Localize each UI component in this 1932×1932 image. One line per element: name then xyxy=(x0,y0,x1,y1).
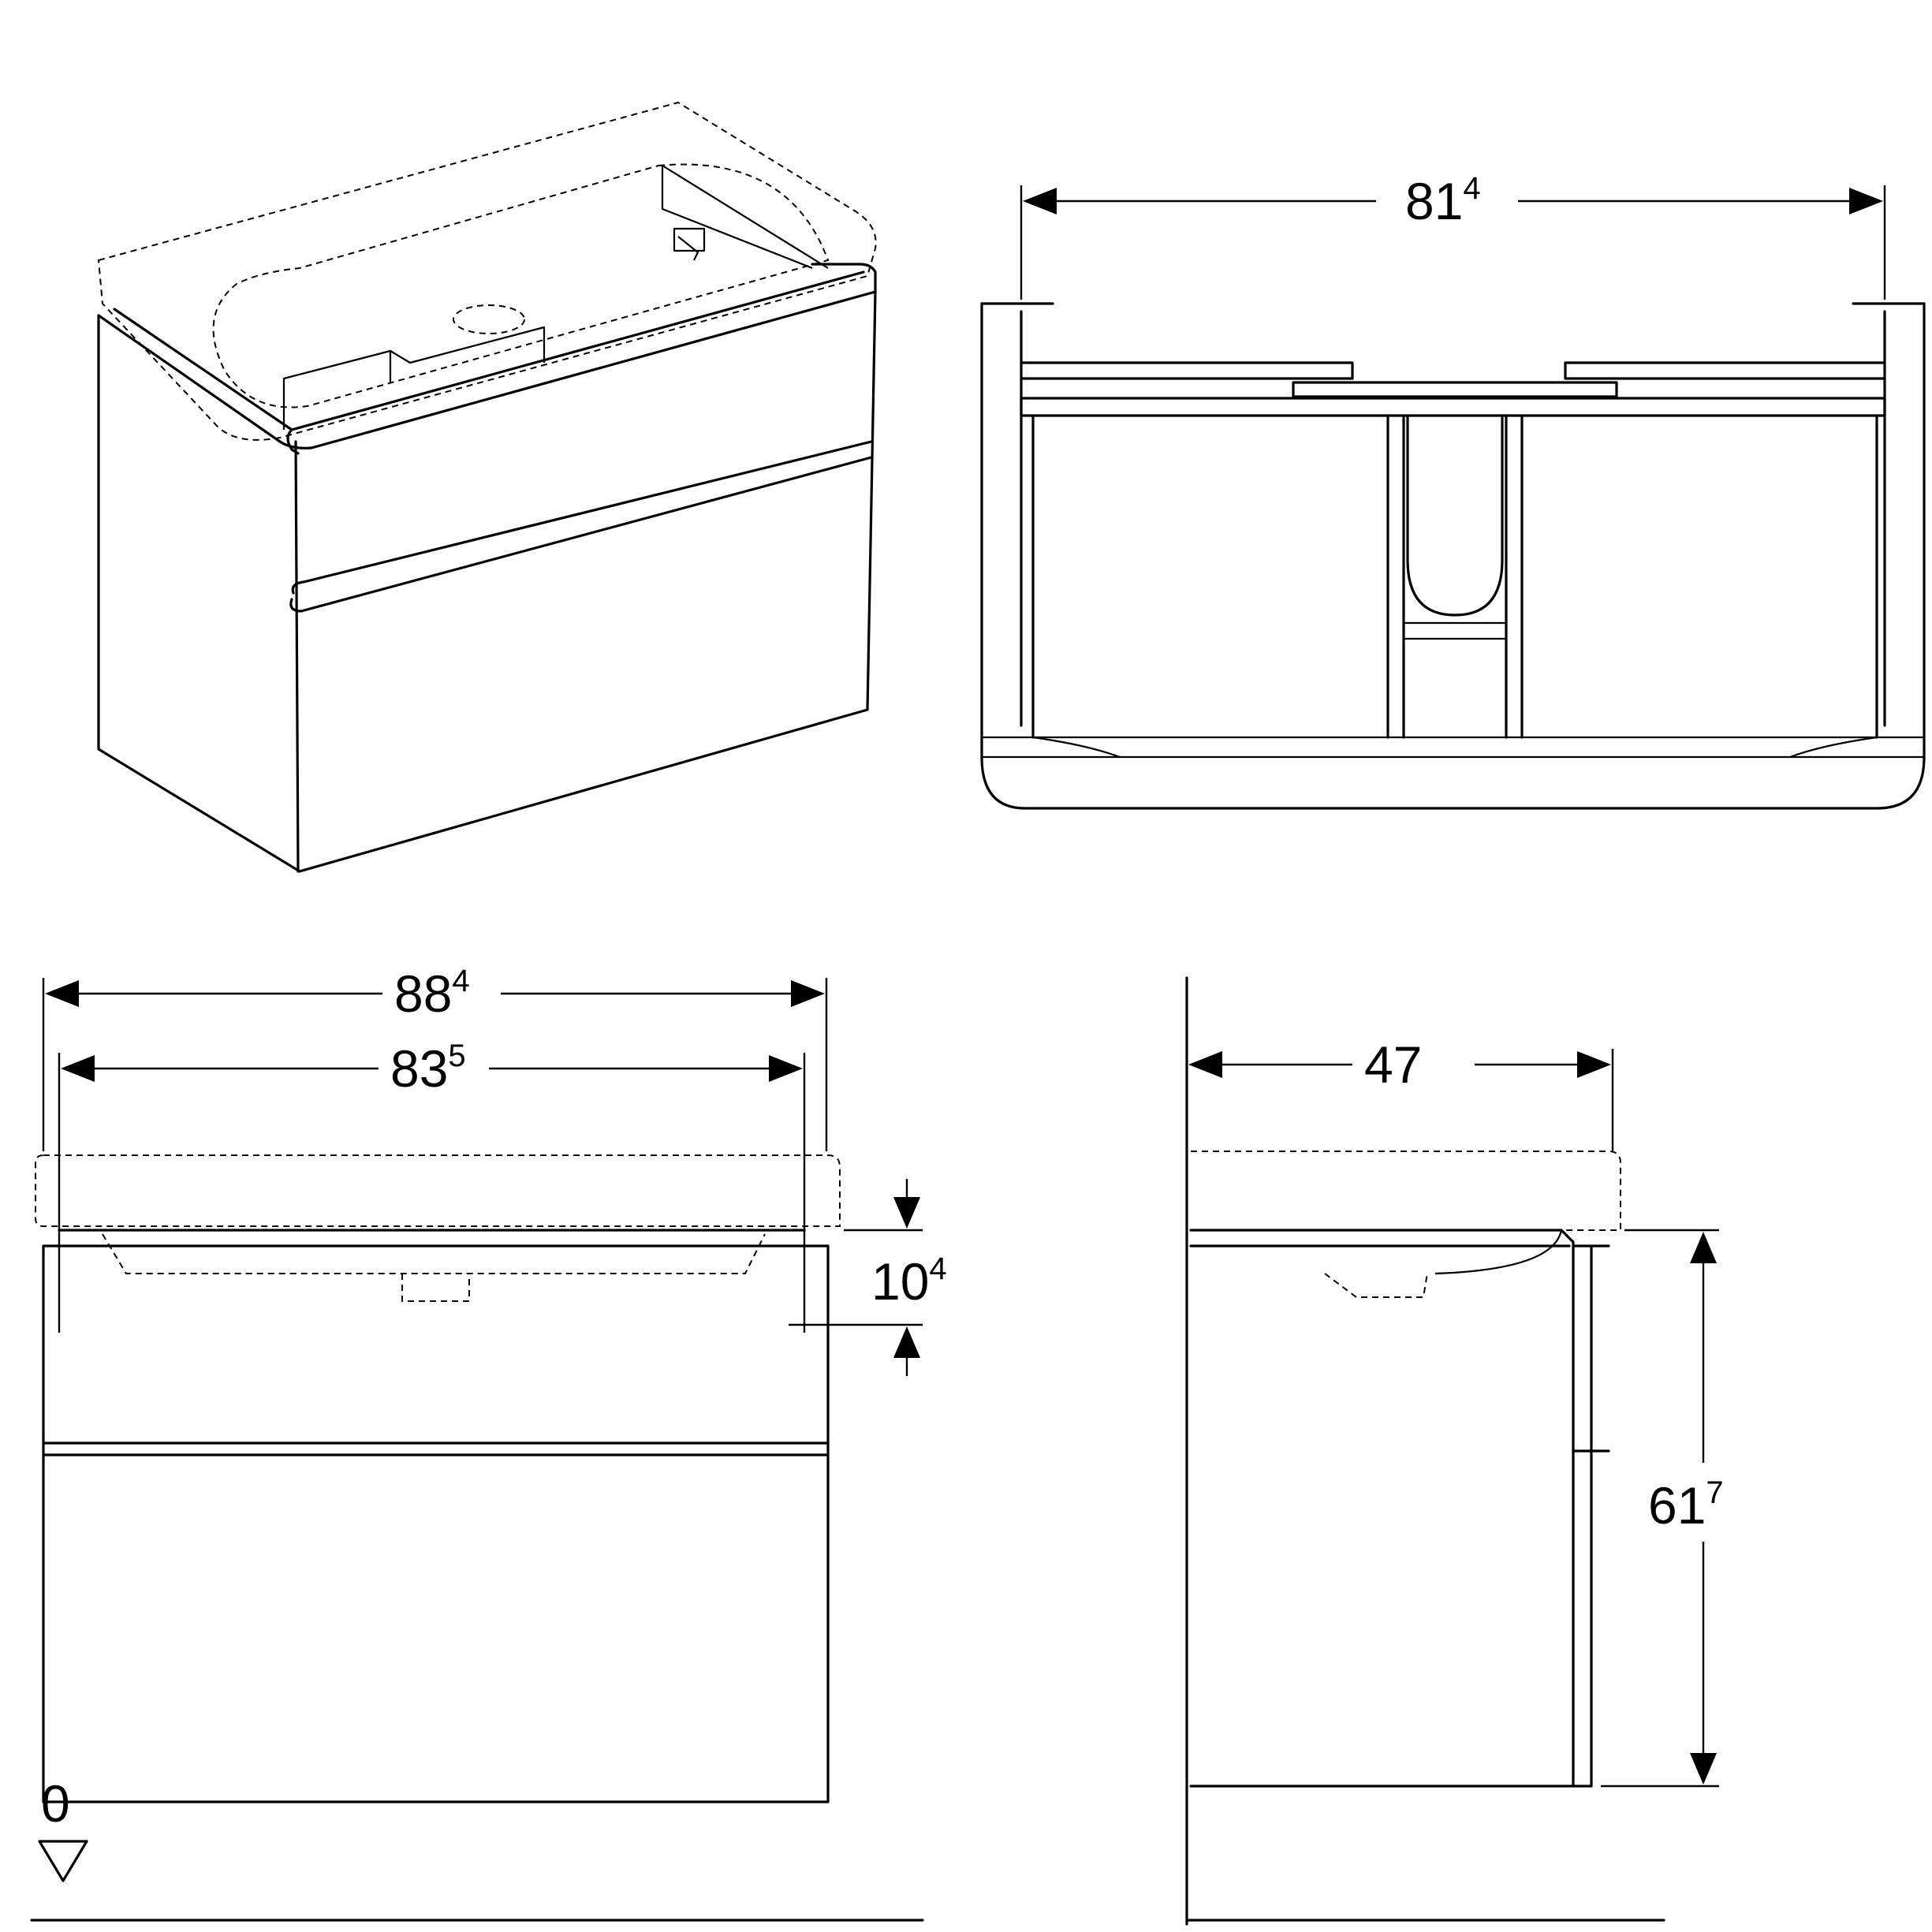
dim-outer-width: 884 xyxy=(394,964,470,1023)
dim-floor-level: 0 xyxy=(41,1774,70,1833)
top-view: 814 xyxy=(980,171,1926,810)
dim-basin-depth: 104 xyxy=(871,1251,947,1311)
dim-height: 617 xyxy=(1648,1475,1724,1535)
dim-top-width: 814 xyxy=(1405,171,1481,230)
dim-depth: 47 xyxy=(1364,1035,1422,1094)
front-view: 0 884 835 104 xyxy=(30,964,947,1922)
isometric-view xyxy=(97,101,877,873)
dim-inner-width: 835 xyxy=(390,1039,466,1098)
side-view: 47 617 xyxy=(1185,976,1724,1926)
